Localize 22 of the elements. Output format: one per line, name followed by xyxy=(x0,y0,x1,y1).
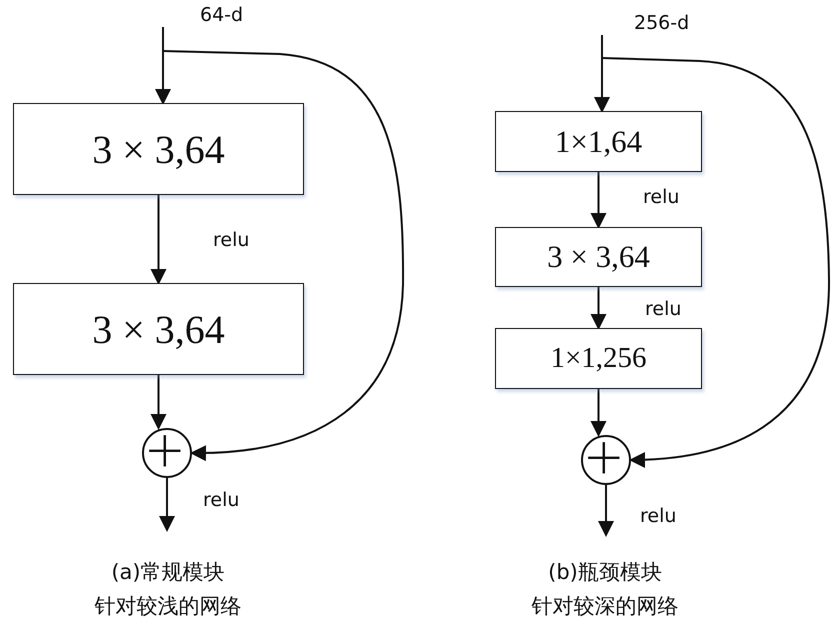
arrow xyxy=(159,478,175,532)
arrow xyxy=(150,195,166,285)
caption: (a)常规模块 xyxy=(111,560,225,586)
caption: 针对较浅的网络 xyxy=(94,594,242,620)
layer-box: 3 × 3,64 xyxy=(13,283,304,375)
arrow xyxy=(162,50,404,461)
layer-box: 3 × 3,64 xyxy=(495,227,702,287)
arrow xyxy=(590,287,606,330)
layer-box: 3 × 3,64 xyxy=(13,103,304,195)
sum-circle xyxy=(142,428,192,478)
caption: (b)瓶颈模块 xyxy=(548,560,662,586)
arrow xyxy=(602,57,830,468)
arrow xyxy=(590,172,606,229)
caption: 针对较深的网络 xyxy=(532,594,678,620)
sum-circle xyxy=(581,435,631,485)
arrow xyxy=(155,27,171,105)
layer-box: 1×1,256 xyxy=(495,328,702,389)
arrow xyxy=(594,35,610,113)
arrow xyxy=(590,389,606,437)
layer-box: 1×1,64 xyxy=(495,111,702,172)
arrow xyxy=(598,485,614,537)
arrow xyxy=(150,375,166,430)
